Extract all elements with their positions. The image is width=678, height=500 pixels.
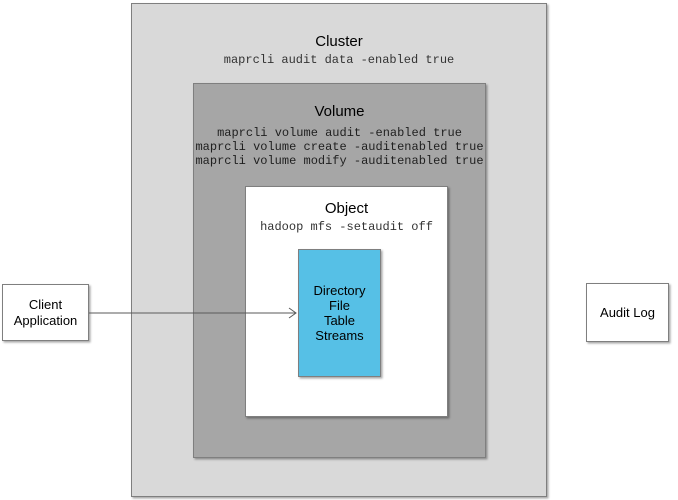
cluster-title: Cluster bbox=[315, 33, 363, 50]
cluster-command: maprcli audit data -enabled true bbox=[223, 53, 455, 67]
volume-command-modify: maprcli volume modify -auditenabled true bbox=[195, 154, 484, 168]
client-application-box: Client Application bbox=[2, 284, 89, 341]
volume-title: Volume bbox=[314, 103, 365, 120]
object-command: hadoop mfs -setaudit off bbox=[260, 220, 433, 234]
volume-commands: maprcli volume audit -enabled true maprc… bbox=[194, 126, 485, 168]
volume-command-audit: maprcli volume audit -enabled true bbox=[217, 126, 462, 140]
audit-log-label: Audit Log bbox=[600, 305, 655, 320]
storage-objects-box: Directory File Table Streams bbox=[298, 249, 381, 377]
client-application-label: Client Application bbox=[13, 296, 78, 328]
volume-command-create: maprcli volume create -auditenabled true bbox=[195, 140, 484, 154]
audit-log-box: Audit Log bbox=[586, 283, 669, 342]
object-title: Object bbox=[324, 200, 369, 217]
storage-objects-label: Directory File Table Streams bbox=[313, 283, 366, 343]
